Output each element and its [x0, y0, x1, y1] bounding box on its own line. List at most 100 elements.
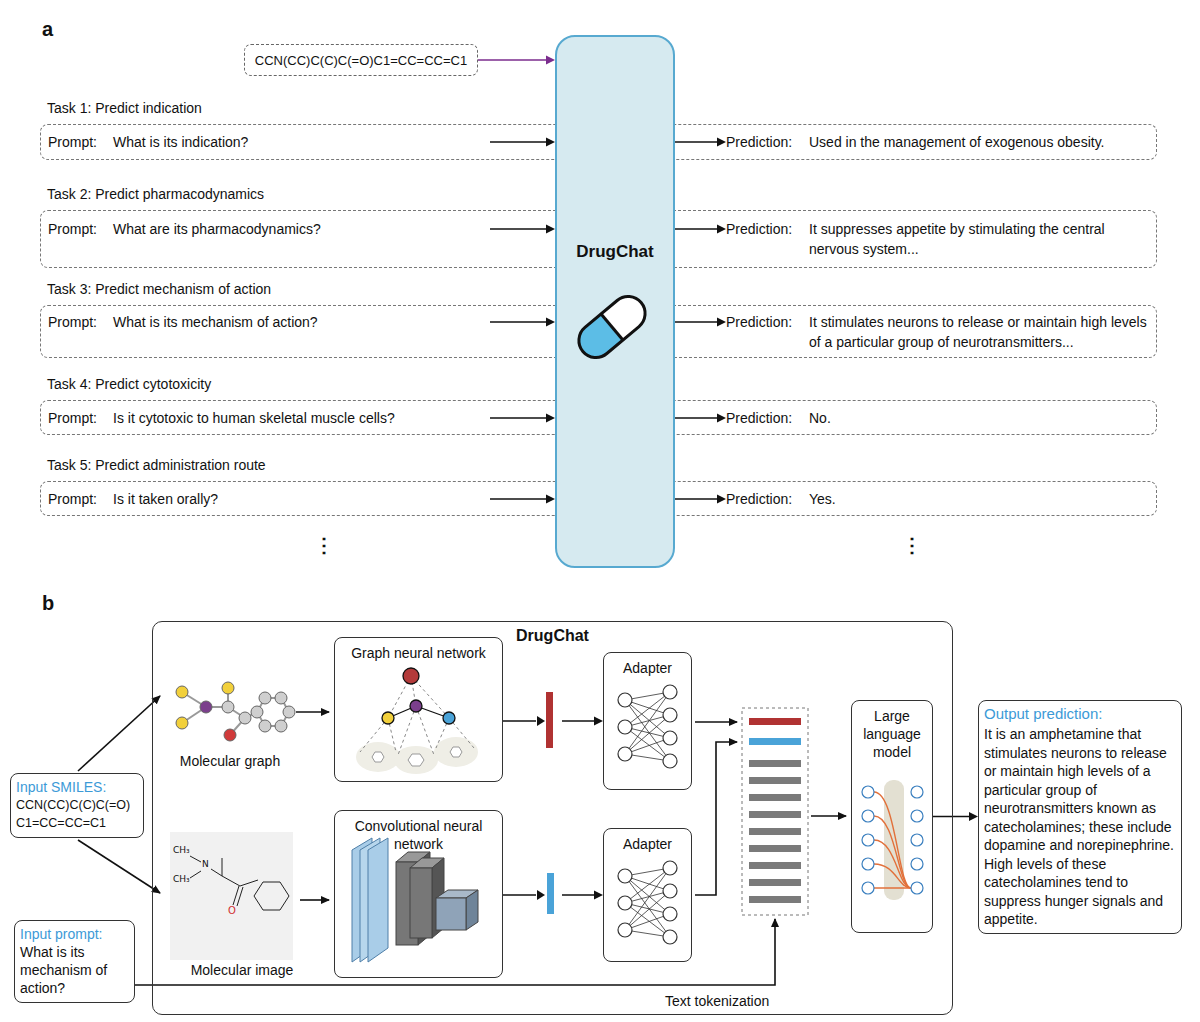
arrow-head [546, 318, 555, 327]
net-unit [618, 869, 632, 883]
network-name: Graph neural network [339, 644, 498, 662]
connector [490, 138, 555, 147]
prediction-label: Prediction: [726, 489, 809, 509]
connector [490, 225, 555, 234]
prompt-box: Prompt:Is it taken orally? [48, 489, 490, 509]
net-unit [618, 693, 632, 707]
connector-line [490, 228, 547, 230]
atom-label: CH₃ [173, 874, 190, 884]
prediction-box: Prediction:Yes. [726, 489, 1150, 509]
arrow-head [546, 414, 555, 423]
connector [490, 318, 555, 327]
connector [675, 138, 726, 147]
token-bar [749, 811, 801, 818]
connector-line [490, 498, 547, 500]
adapter-name: Adapter [608, 659, 687, 677]
molecular-graph [176, 682, 295, 741]
connector-line [675, 321, 718, 323]
llm-unit [862, 786, 874, 798]
net-unit [663, 884, 677, 898]
connector [503, 891, 603, 900]
net-unit [663, 685, 677, 699]
drugchat-frame: DrugChatGraph neural networkConvolutiona… [152, 621, 953, 1015]
connector [675, 318, 726, 327]
input-box: Input prompt:What is its mechanism of ac… [14, 920, 135, 1003]
net-unit [618, 747, 632, 761]
arrow-head [717, 138, 726, 147]
connector-line [478, 59, 547, 61]
model-name: DrugChat [576, 242, 653, 262]
connector-line [675, 417, 718, 419]
prompt-box: Prompt:What is its mechanism of action? [48, 312, 490, 332]
network-box: Graph neural network [334, 637, 503, 782]
prompt-label: Prompt: [48, 219, 113, 239]
task-heading: Task 4: Predict cytotoxicity [47, 376, 211, 392]
net-unit [663, 930, 677, 944]
figure-caption: Molecular image [191, 962, 294, 978]
prompt-label: Prompt: [48, 489, 113, 509]
connector-line [503, 720, 595, 722]
llm-unit [911, 786, 923, 798]
connector [478, 56, 555, 65]
token-bar [749, 896, 801, 903]
arrow-head [717, 225, 726, 234]
arrow-head [969, 812, 978, 821]
drugchat-model: DrugChat [555, 35, 675, 568]
connector-line [675, 498, 718, 500]
connector-line [675, 141, 718, 143]
task-heading: Task 5: Predict administration route [47, 457, 266, 473]
net-link [625, 891, 670, 930]
embedding-bars [536, 690, 562, 916]
token-bar [749, 760, 801, 767]
attention-curve [874, 887, 911, 888]
arrow-head [594, 891, 603, 900]
arrow-head [546, 138, 555, 147]
token-bar [749, 794, 801, 801]
prediction-label: Prediction: [726, 312, 809, 352]
adapter-box: Adapter [603, 652, 692, 790]
llm-unit [911, 882, 923, 894]
molecular-image [170, 832, 293, 960]
token-stack [742, 708, 808, 915]
arrow-head [594, 717, 603, 726]
adapter-box: Adapter [603, 828, 692, 962]
prediction-box: Prediction:It suppresses appetite by sti… [726, 219, 1150, 259]
arrow-head [717, 414, 726, 423]
net-unit [663, 861, 677, 875]
net-unit [618, 896, 632, 910]
input-heading: Input prompt: [20, 925, 129, 943]
token-bar [749, 862, 801, 869]
prediction-text: It suppresses appetite by stimulating th… [809, 219, 1150, 259]
panel-letter: a [42, 18, 53, 41]
input-box: Input SMILES:CCN(CC)C(C)C(=O) C1=CC=CC=C… [10, 773, 144, 838]
prompt-text: What is its mechanism of action? [113, 312, 490, 332]
arrow-head [717, 495, 726, 504]
figure-caption: Molecular graph [180, 753, 280, 769]
input-heading: Input SMILES: [16, 778, 138, 796]
cnn-layers [352, 838, 478, 962]
connector-line [675, 228, 718, 230]
prediction-text: Used in the management of exogenous obes… [809, 132, 1150, 152]
atom-label: CH₃ [173, 845, 190, 855]
prompt-text: What is its mechanism of action? [20, 943, 129, 997]
task-heading: Task 1: Predict indication [47, 100, 202, 116]
network-name: Convolutional neural network [339, 817, 498, 853]
prediction-box: Prediction:It stimulates neurons to rele… [726, 312, 1150, 352]
attention-curve [874, 792, 911, 888]
token-bar [749, 879, 801, 886]
prompt-label: Prompt: [48, 312, 113, 332]
token-bar [749, 828, 801, 835]
net-unit [663, 731, 677, 745]
connector [675, 225, 726, 234]
output-text: It is an amphetamine that stimulates neu… [984, 725, 1176, 929]
arrow-head [546, 225, 555, 234]
llm-name: Large language model [856, 707, 928, 761]
llm-unit [911, 834, 923, 846]
prompt-box: Prompt:What are its pharmacodynamics? [48, 219, 490, 239]
connector [933, 812, 978, 821]
prediction-text: It stimulates neurons to release or main… [809, 312, 1150, 352]
token-bar [749, 738, 801, 745]
prompt-text: Is it cytotoxic to human skeletal muscle… [113, 408, 490, 428]
prediction-text: Yes. [809, 489, 1150, 509]
